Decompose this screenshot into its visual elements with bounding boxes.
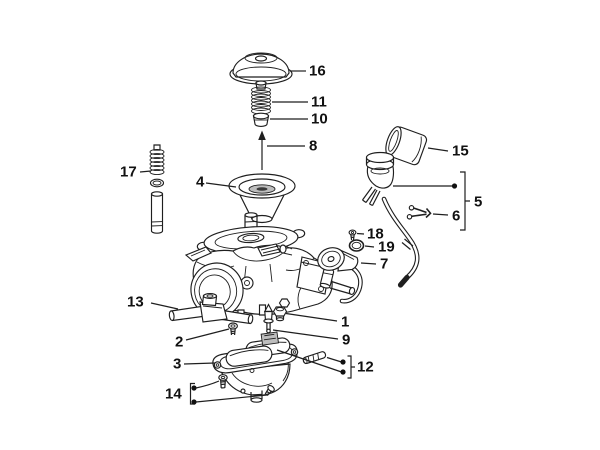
leader-line-6 [432,213,449,216]
callout-11: 11 [311,94,327,111]
leader-line-14b [195,394,268,403]
leader-line-19 [364,245,375,248]
part-14-screws [218,374,275,397]
callout-labels: 16 11 10 8 15 17 4 5 6 18 19 7 13 1 2 9 … [120,63,482,403]
leader-line-17 [139,170,152,173]
bracket-5 [460,171,470,231]
callout-15: 15 [452,143,469,160]
part-18-screw [348,229,357,241]
part-16-carburetor-top-cover [229,52,293,90]
part-12-float-and-pin [225,331,327,367]
leader-line-4 [205,182,237,188]
leader-line-1 [285,312,338,322]
part-11-spring [251,86,271,115]
part-13-three-way-fitting [168,293,254,325]
part-9-float-needle-valve [263,303,274,334]
callout-1: 1 [341,314,349,331]
part-8-jet-needle-arrow [258,130,266,170]
part-15-rubber-cap [385,126,428,166]
callout-18: 18 [367,226,384,243]
leader-dot-14a [191,385,197,391]
callout-14: 14 [165,386,182,403]
callout-8: 8 [309,138,317,155]
leader-lines [139,70,470,405]
callout-7: 7 [380,256,388,273]
leader-line-12a [326,356,342,363]
callout-12: 12 [357,359,374,376]
callout-10: 10 [311,111,328,128]
leader-line-2 [185,328,230,341]
part-4-vacuum-slide-diaphragm [228,173,296,224]
callout-13: 13 [127,294,144,311]
callout-2: 2 [175,334,183,351]
callout-4: 4 [196,174,205,191]
leader-dot-14b [191,399,197,405]
leader-line-3 [183,362,216,365]
leader-dot-5 [451,183,458,189]
leader-line-9 [272,329,339,340]
callout-5: 5 [474,194,482,211]
leader-dot-12a [340,359,346,365]
callout-17: 17 [120,164,137,181]
leader-line-7 [360,262,377,265]
leader-line-18 [356,232,365,235]
callout-16: 16 [309,63,326,80]
leader-dot-12b [340,369,346,375]
part-10-spring-seat [252,112,270,127]
part-7-automatic-choke [317,247,359,289]
leader-line-13 [150,302,179,310]
callout-3: 3 [173,356,181,373]
leader-line-14a [195,380,220,389]
part-17-spring-oring-tube [149,144,165,234]
leader-line-12b [276,349,342,373]
bracket-12 [347,355,355,379]
part-1-nut [272,306,288,322]
part-6-retaining-fork [406,205,432,220]
callout-9: 9 [342,332,350,349]
callout-6: 6 [452,208,460,225]
part-19-o-ring [348,239,365,252]
part-5-starter-assembly [362,151,420,288]
leader-line-15 [427,147,449,152]
callout-19: 19 [378,239,395,256]
part-2-jet-screw [228,322,238,336]
